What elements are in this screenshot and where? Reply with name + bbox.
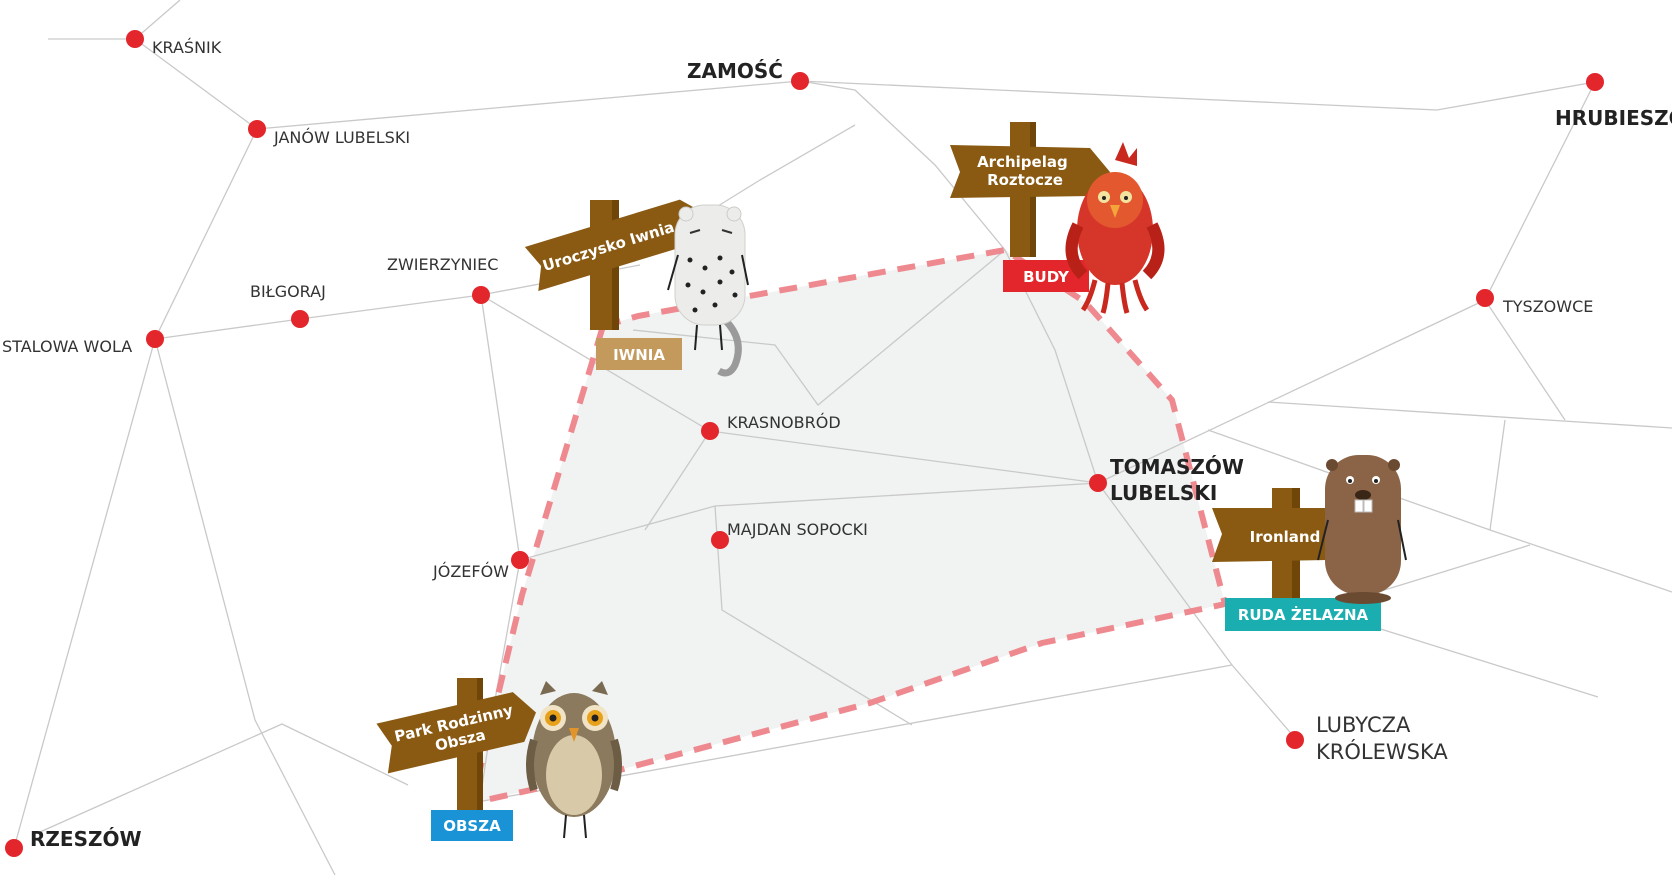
- city-dot-majdan[interactable]: [711, 531, 729, 549]
- attraction-budy[interactable]: Archipelag Roztocze BUDY: [950, 122, 1165, 314]
- beaver-mascot-icon: [1317, 455, 1407, 604]
- city-dot-jozefow[interactable]: [511, 551, 529, 569]
- attraction-obsza[interactable]: Park Rodzinny Obsza OBSZA: [376, 678, 622, 841]
- city-label-zamosc: ZAMOŚĆ: [687, 59, 783, 83]
- badge-label-iwnia: IWNIA: [613, 346, 665, 364]
- road: [48, 0, 181, 40]
- city-label-jozefow: JÓZEFÓW: [432, 562, 509, 581]
- signpost-board: [376, 692, 537, 774]
- badge-obsza[interactable]: [431, 810, 513, 841]
- city-dot-tomaszow[interactable]: [1089, 474, 1107, 492]
- city-label-krasnik: KRAŚNIK: [152, 38, 222, 57]
- city-dot-krasnik[interactable]: [126, 30, 144, 48]
- city-label-lubycza: LUBYCZA KRÓLEWSKA: [1316, 713, 1448, 764]
- city-label-tomaszow-line1: TOMASZÓW: [1110, 455, 1244, 479]
- city-label-lubycza-line1: LUBYCZA: [1316, 713, 1411, 737]
- red-bird-mascot-icon: [1065, 142, 1165, 314]
- city-label-tomaszow-line2: LUBELSKI: [1110, 481, 1217, 505]
- road: [1489, 419, 1506, 531]
- owl-mascot-icon: [526, 681, 622, 839]
- city-label-lubycza-line2: KRÓLEWSKA: [1316, 739, 1448, 764]
- badge-iwnia[interactable]: [596, 338, 682, 370]
- city-dot-bilgoraj[interactable]: [291, 310, 309, 328]
- city-label-janow: JANÓW LUBELSKI: [273, 128, 410, 147]
- city-labels: KRAŚNIK ZAMOŚĆ HRUBIESZÓ JANÓW LUBELSKI …: [2, 38, 1672, 851]
- city-label-majdan: MAJDAN SOPOCKI: [727, 520, 868, 539]
- road: [1097, 299, 1486, 484]
- city-dot-hrubieszow[interactable]: [1586, 73, 1604, 91]
- sign-label-budy-line2: Roztocze: [987, 171, 1063, 189]
- signpost-board: [524, 199, 708, 291]
- road: [644, 430, 711, 531]
- city-markers: [5, 30, 1604, 857]
- road: [256, 80, 1596, 130]
- road: [154, 338, 336, 875]
- city-dot-stalowa[interactable]: [146, 330, 164, 348]
- city-label-tomaszow: TOMASZÓW LUBELSKI: [1110, 455, 1251, 505]
- city-label-hrubieszow: HRUBIESZÓ: [1555, 106, 1672, 130]
- snow-leopard-mascot-icon: [667, 204, 749, 377]
- road: [1484, 81, 1596, 421]
- city-dot-krasnobrod[interactable]: [701, 422, 719, 440]
- road: [799, 80, 1099, 484]
- badge-label-budy: BUDY: [1023, 268, 1070, 286]
- sign-label-ruda: Ironland: [1250, 528, 1321, 546]
- city-label-stalowa: STALOWA WOLA: [2, 337, 132, 356]
- badge-label-obsza: OBSZA: [443, 817, 501, 835]
- city-dot-tyszowce[interactable]: [1476, 289, 1494, 307]
- region-area: [472, 250, 1225, 803]
- city-dot-zwierzyniec[interactable]: [472, 286, 490, 304]
- city-label-bilgoraj: BIŁGORAJ: [250, 282, 326, 301]
- sign-label-budy: Archipelag Roztocze: [977, 153, 1073, 189]
- signpost-board: [1212, 508, 1346, 562]
- city-label-rzeszow: RZESZÓW: [30, 827, 142, 851]
- badge-label-ruda: RUDA ŻELAZNA: [1238, 605, 1369, 624]
- city-label-krasnobrod: KRASNOBRÓD: [727, 413, 841, 432]
- road: [13, 38, 258, 849]
- road: [39, 723, 409, 833]
- sign-label-budy-line1: Archipelag: [977, 153, 1068, 171]
- signpost-board: [950, 145, 1110, 198]
- city-dot-lubycza[interactable]: [1286, 731, 1304, 749]
- city-dot-janow[interactable]: [248, 120, 266, 138]
- city-dot-zamosc[interactable]: [791, 72, 809, 90]
- city-label-zwierzyniec: ZWIERZYNIEC: [387, 255, 498, 274]
- city-label-tyszowce: TYSZOWCE: [1502, 297, 1593, 316]
- city-dot-rzeszow[interactable]: [5, 839, 23, 857]
- road: [1267, 401, 1672, 429]
- attraction-ruda[interactable]: Ironland RUDA ŻELAZNA: [1212, 455, 1407, 631]
- road: [632, 249, 1006, 406]
